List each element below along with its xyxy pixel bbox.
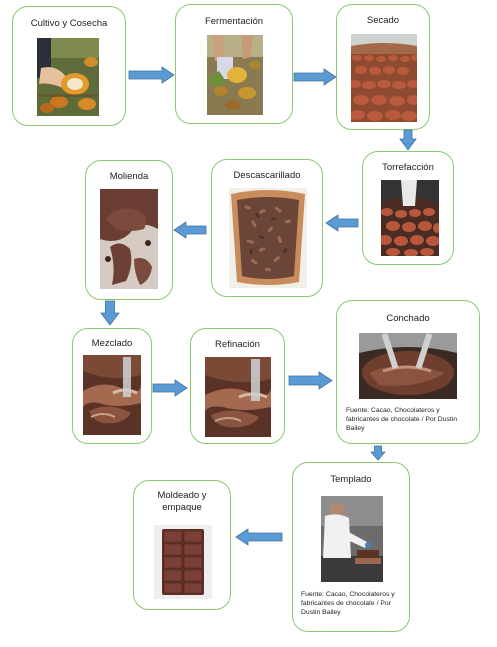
step-moldeado-y-empaque: Moldeado y empaque (133, 480, 231, 610)
step-descascarillado: Descascarillado (211, 159, 323, 297)
grinding-paste-photo (100, 189, 158, 289)
step-torrefaccion: Torrefacción (362, 151, 454, 265)
step-title: Molienda (109, 171, 149, 182)
fermenting-beans-photo (207, 35, 263, 115)
conching-machine-photo (359, 333, 457, 399)
step-title: Fermentación (204, 16, 264, 27)
step-mezclado: Mezclado (72, 328, 152, 444)
conchado-source-note: Fuente: Cacao, Chocolateros y fabricante… (346, 406, 457, 433)
step-title: Secado (366, 15, 400, 26)
source-line: fabricantes de chocolate / Por (301, 600, 391, 607)
arrow-right-mezclado-to-refinacion (152, 379, 188, 397)
step-title: Cultivo y Cosecha (30, 18, 108, 29)
source-line: fabricantes de chocolate / Por Dustin (346, 416, 458, 423)
roasting-beans-photo (381, 180, 439, 256)
arrow-left-templado-to-moldeado (235, 528, 283, 546)
refining-chocolate-photo (205, 357, 271, 437)
step-title: Torrefacción (382, 162, 434, 173)
step-title: Moldeado y empaque (134, 490, 230, 514)
tempering-chocolatier-photo (321, 496, 383, 582)
step-fermentacion: Fermentación (175, 4, 293, 124)
source-line: Bailey (346, 425, 365, 432)
arrow-right-refinacion-to-conchado (288, 371, 333, 390)
step-conchado: Conchado Fuente: Cacao, Chocolateros y f… (336, 300, 480, 444)
step-title: Refinación (215, 339, 260, 350)
step-templado: Templado Fuente: Cacao, Chocolateros y f… (292, 462, 410, 632)
step-cultivo-y-cosecha: Cultivo y Cosecha (12, 6, 126, 126)
step-molienda: Molienda (85, 160, 173, 300)
arrow-down-conchado-to-templado (370, 445, 386, 461)
arrow-left-torrefaccion-to-descascarillado (325, 214, 359, 232)
arrow-right-fermentacion-to-secado (293, 68, 337, 86)
title-line: Moldeado y (157, 490, 207, 501)
step-title: Templado (330, 474, 372, 485)
templado-source-note: Fuente: Cacao, Chocolateros y fabricante… (301, 590, 395, 617)
step-title: Descascarillado (233, 170, 301, 181)
step-refinacion: Refinación (190, 328, 285, 444)
step-title: Mezclado (91, 338, 133, 349)
step-secado: Secado (336, 4, 430, 130)
source-line: Fuente: Cacao, Chocolateros y (346, 407, 440, 414)
title-line: empaque (162, 502, 202, 513)
arrow-left-descascarillado-to-molienda (173, 221, 207, 239)
cacao-nibs-bowl-photo (229, 188, 307, 288)
mixing-chocolate-photo (83, 355, 141, 435)
source-line: Fuente: Cacao, Chocolateros y (301, 591, 395, 598)
drying-beans-photo (351, 34, 417, 122)
step-title: Conchado (386, 313, 430, 324)
arrow-down-molienda-to-mezclado (100, 300, 120, 326)
arrow-right-cultivo-to-fermentacion (128, 66, 175, 84)
arrow-down-secado-to-torrefaccion (399, 129, 417, 151)
chocolate-bar-photo (154, 525, 212, 599)
cacao-pod-harvest-photo (37, 38, 99, 116)
source-line: Dustin Bailey (301, 609, 341, 616)
